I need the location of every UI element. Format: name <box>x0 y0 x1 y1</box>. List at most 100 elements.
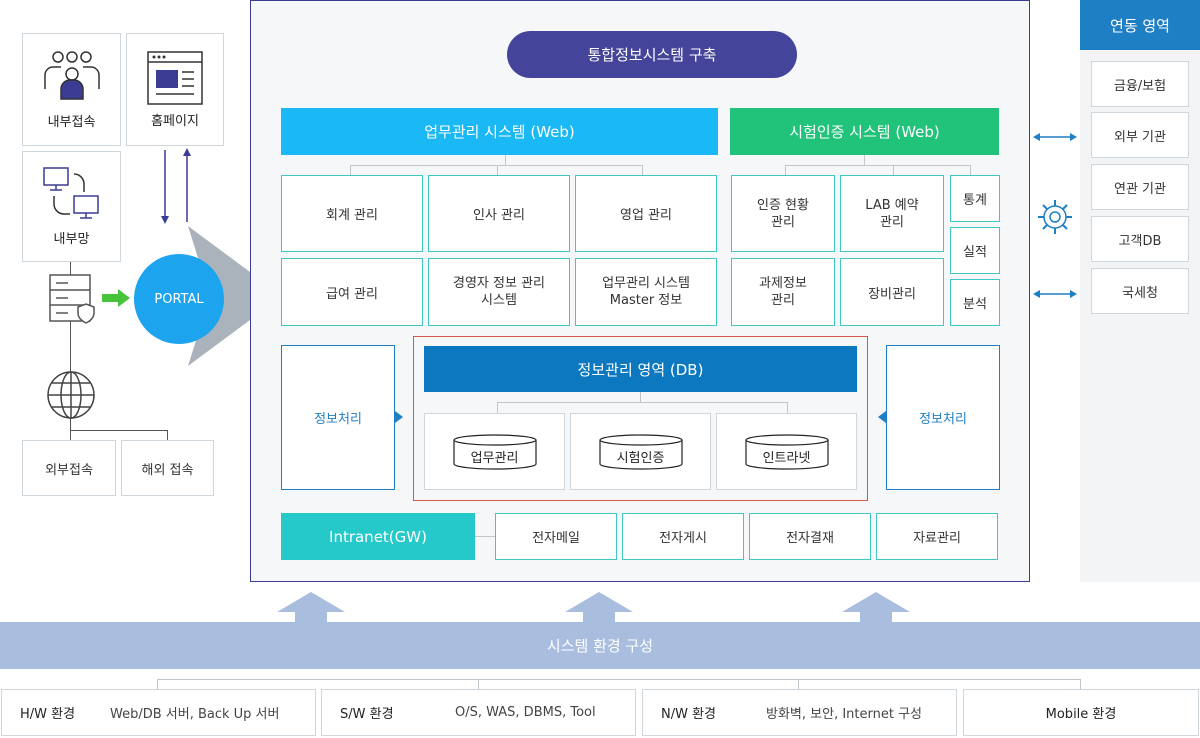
arrow-right-icon <box>395 411 403 423</box>
db-area-header: 정보관리 영역 (DB) <box>424 346 857 392</box>
portal-label: PORTAL <box>154 291 204 307</box>
env-mobile: Mobile 환경 <box>963 689 1199 736</box>
link-item[interactable]: 연관 기관 <box>1091 164 1189 210</box>
globe-icon <box>47 371 95 419</box>
internal-network-box: 내부망 <box>22 151 121 262</box>
db-tree-v3 <box>787 402 788 413</box>
network-icon <box>42 167 99 219</box>
intranet-item-label: 전자결재 <box>786 531 834 546</box>
cert-item-label: LAB 예약 관리 <box>865 197 919 230</box>
intranet-header: Intranet(GW) <box>281 513 475 560</box>
env-label: H/W 환경 <box>20 707 76 722</box>
homepage-label: 홈페이지 <box>151 114 199 129</box>
biz-item-label: 영업 관리 <box>620 208 672 223</box>
portal-circle[interactable]: PORTAL <box>134 254 224 344</box>
biz-item[interactable]: 회계 관리 <box>281 175 423 252</box>
biz-item[interactable]: 급여 관리 <box>281 258 423 326</box>
env-nw: N/W 환경 방화벽, 보안, Internet 구성 <box>642 689 957 736</box>
link-item-label: 국세청 <box>1122 285 1158 301</box>
browser-icon <box>147 51 203 105</box>
cert-side-label: 분석 <box>963 297 987 312</box>
info-process-left[interactable]: 정보처리 <box>281 345 395 490</box>
database-icon: 업무관리 <box>452 433 537 470</box>
cert-system-header-label: 시험인증 시스템 (Web) <box>789 123 940 141</box>
env-label: Mobile 환경 <box>1045 707 1117 722</box>
system-env-bar: 시스템 환경 구성 <box>0 622 1200 669</box>
cert-side-label: 실적 <box>963 245 987 260</box>
cert-side-item[interactable]: 실적 <box>950 227 1000 274</box>
cert-side-item[interactable]: 통계 <box>950 175 1000 222</box>
intranet-item[interactable]: 전자게시 <box>622 513 744 560</box>
cert-item[interactable]: 장비관리 <box>840 258 944 326</box>
biz-item-label: 급여 관리 <box>326 286 378 302</box>
external-access-box: 외부접속 <box>22 440 116 496</box>
link-item-label: 금융/보험 <box>1113 78 1167 94</box>
env-desc: Web/DB 서버, Back Up 서버 <box>110 707 280 722</box>
cert-tree-v3 <box>970 165 971 176</box>
left-vertical-line <box>70 262 71 440</box>
biz-tree-v3 <box>642 165 643 176</box>
overseas-branch-line <box>167 430 168 440</box>
overseas-access-label: 해외 접속 <box>141 462 194 478</box>
env-hw: H/W 환경 Web/DB 서버, Back Up 서버 <box>1 689 316 736</box>
link-item-label: 고객DB <box>1118 233 1162 249</box>
biz-item-label: 회계 관리 <box>326 208 378 223</box>
biz-item[interactable]: 영업 관리 <box>575 175 717 252</box>
cert-tree-v0 <box>864 155 865 165</box>
link-item[interactable]: 고객DB <box>1091 216 1189 262</box>
cert-item[interactable]: LAB 예약 관리 <box>840 175 944 252</box>
cert-tree-h <box>785 165 970 166</box>
biz-item[interactable]: 업무관리 시스템 Master 정보 <box>575 258 717 326</box>
env-label: S/W 환경 <box>340 707 394 722</box>
arrow-left-icon <box>878 411 886 423</box>
link-item[interactable]: 외부 기관 <box>1091 112 1189 158</box>
biz-item[interactable]: 경영자 정보 관리 시스템 <box>428 258 570 326</box>
cert-side-item[interactable]: 분석 <box>950 279 1000 326</box>
overseas-access-box: 해외 접속 <box>121 440 214 496</box>
db-area-header-label: 정보관리 영역 (DB) <box>577 360 704 379</box>
cert-side-label: 통계 <box>963 193 987 208</box>
db-item[interactable]: 시험인증 <box>570 413 711 490</box>
internal-access-label: 내부접속 <box>47 115 96 130</box>
database-icon: 시험인증 <box>598 433 683 470</box>
intranet-item-label: 자료관리 <box>913 531 961 546</box>
biz-system-header-label: 업무관리 시스템 (Web) <box>424 123 575 141</box>
intranet-item[interactable]: 전자메일 <box>495 513 617 560</box>
external-access-label: 외부접속 <box>45 462 93 478</box>
homepage-portal-arrows <box>161 148 191 224</box>
env-tree-v2 <box>478 679 479 689</box>
db-item[interactable]: 인트라넷 <box>716 413 857 490</box>
db-tree-h <box>497 402 787 403</box>
biz-tree-v2 <box>497 165 498 176</box>
internal-network-label: 내부망 <box>53 232 90 247</box>
env-label: N/W 환경 <box>661 707 717 722</box>
intranet-item-label: 전자게시 <box>659 531 707 546</box>
cert-item-label: 인증 현황 관리 <box>757 197 809 230</box>
intranet-item[interactable]: 전자결재 <box>749 513 871 560</box>
intranet-header-label: Intranet(GW) <box>329 527 427 546</box>
biz-tree-v0 <box>505 155 506 165</box>
link-item[interactable]: 금융/보험 <box>1091 61 1189 107</box>
db-tree-v1 <box>497 402 498 413</box>
intranet-line <box>474 536 496 537</box>
cert-item[interactable]: 과제정보 관리 <box>731 258 835 326</box>
green-arrow-icon <box>102 289 130 307</box>
link-item[interactable]: 국세청 <box>1091 268 1189 314</box>
up-arrow-icon <box>277 592 345 624</box>
db-item[interactable]: 업무관리 <box>424 413 565 490</box>
right-header-label: 연동 영역 <box>1110 16 1170 35</box>
up-arrow-icon <box>842 592 910 624</box>
env-desc: O/S, WAS, DBMS, Tool <box>455 705 596 720</box>
gear-icon <box>1038 200 1072 234</box>
cert-item[interactable]: 인증 현황 관리 <box>731 175 835 252</box>
right-header: 연동 영역 <box>1080 0 1200 50</box>
intranet-item[interactable]: 자료관리 <box>876 513 998 560</box>
db-tree-v0 <box>640 392 641 402</box>
db-item-label: 인트라넷 <box>762 451 811 466</box>
biz-item-label: 업무관리 시스템 Master 정보 <box>602 276 690 308</box>
biz-item[interactable]: 인사 관리 <box>428 175 570 252</box>
intranet-item-label: 전자메일 <box>532 531 580 546</box>
info-process-right[interactable]: 정보처리 <box>886 345 1000 490</box>
db-item-label: 업무관리 <box>470 451 519 466</box>
double-arrow-icon <box>1033 290 1077 298</box>
